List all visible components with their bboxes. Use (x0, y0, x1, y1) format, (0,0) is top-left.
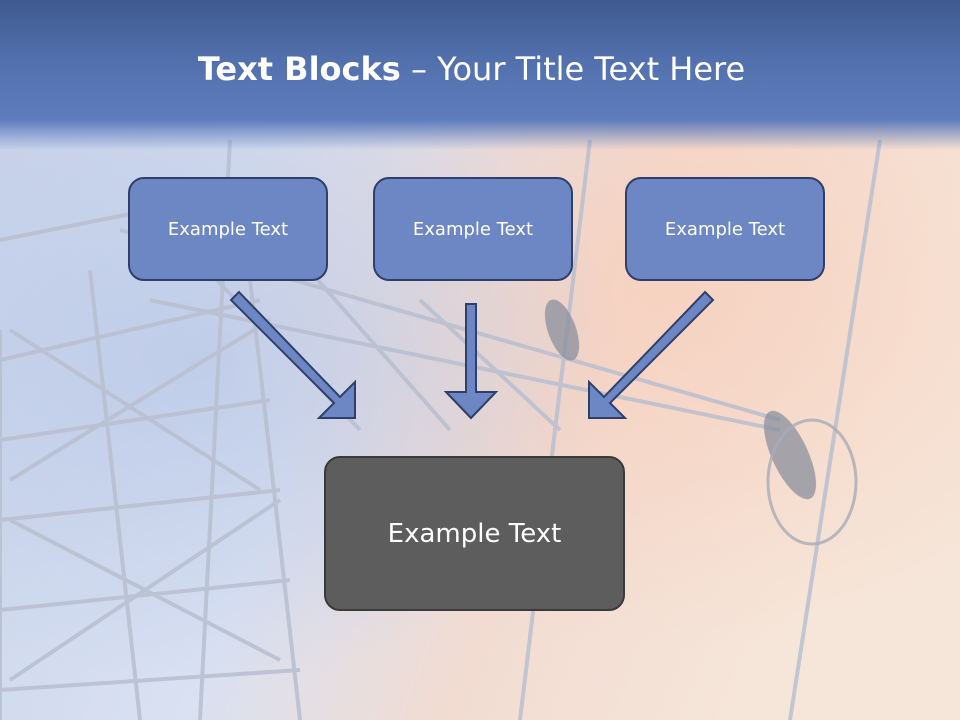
slide-title-rest: – Your Title Text Here (400, 50, 746, 88)
target-text-block-label: Example Text (387, 518, 562, 549)
text-block-1-label: Example Text (167, 218, 289, 240)
text-block-2[interactable]: Example Text (373, 177, 573, 281)
arrow-center (443, 303, 499, 420)
text-block-2-label: Example Text (412, 218, 534, 240)
target-text-block[interactable]: Example Text (324, 456, 625, 611)
text-block-1[interactable]: Example Text (128, 177, 328, 281)
arrow-left (229, 290, 356, 419)
text-block-3[interactable]: Example Text (625, 177, 825, 281)
slide-title-bold: Text Blocks (197, 50, 401, 88)
text-block-3-label: Example Text (664, 218, 786, 240)
slide-title: Text Blocks – Your Title Text Here (0, 50, 943, 88)
title-bar (0, 0, 960, 150)
arrow-right (588, 290, 715, 419)
